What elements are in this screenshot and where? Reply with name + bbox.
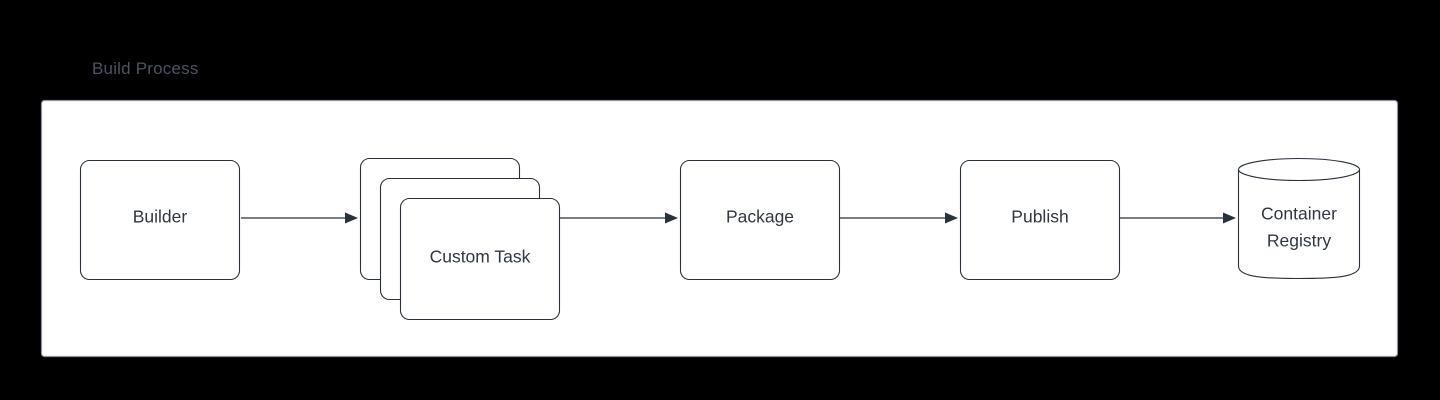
- node-shape-rounded-rect: [679, 159, 841, 281]
- node-label: Publish: [1011, 207, 1068, 227]
- node-label: Builder: [133, 207, 188, 227]
- node-shape-rounded-rect: [399, 197, 561, 321]
- node-label-line1: Container: [1261, 204, 1337, 224]
- edge-custom-task-to-package: [560, 212, 678, 224]
- node-label: Custom Task: [430, 247, 531, 267]
- edge-builder-to-custom-task: [241, 212, 358, 224]
- node-builder[interactable]: Builder: [79, 159, 241, 281]
- arrowhead-icon: [945, 212, 958, 224]
- arrowhead-icon: [665, 212, 678, 224]
- node-publish[interactable]: Publish: [959, 159, 1121, 281]
- node-package[interactable]: Package: [679, 159, 841, 281]
- node-shape-cylinder-top: [1237, 157, 1361, 182]
- edge-publish-to-registry: [1120, 212, 1236, 224]
- node-container-registry[interactable]: Container Registry: [1237, 157, 1361, 280]
- arrowhead-icon: [345, 212, 358, 224]
- node-shape-rounded-rect: [79, 159, 241, 281]
- group-title: Build Process: [92, 59, 199, 78]
- edge-package-to-publish: [840, 212, 958, 224]
- node-custom-task-stack[interactable]: Custom Task Custom Task Custom Task: [359, 157, 561, 321]
- arrowhead-icon: [1223, 212, 1236, 224]
- node-shape-rounded-rect: [959, 159, 1121, 281]
- node-label-line2: Registry: [1267, 231, 1331, 251]
- node-custom-task-front: Custom Task: [399, 197, 561, 321]
- node-label: Package: [726, 207, 794, 227]
- node-shape-cylinder-body: [1237, 168, 1361, 280]
